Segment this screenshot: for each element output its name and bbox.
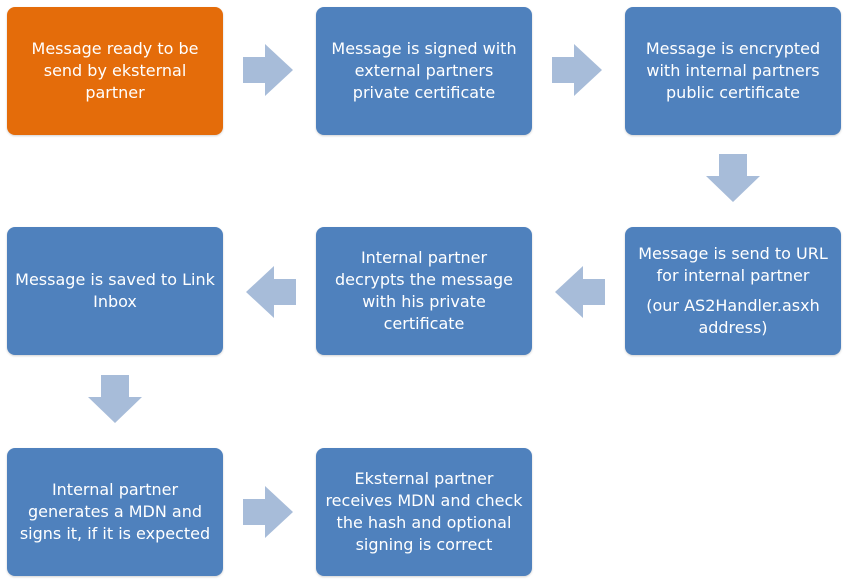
- step-text-line: with internal partners: [646, 61, 820, 80]
- step-text-line: Inbox: [93, 292, 137, 311]
- step-text-line: (our AS2Handler.asxh: [646, 296, 820, 315]
- step-text-line: receives MDN and check: [325, 491, 523, 510]
- arrow-right-icon: [243, 486, 293, 538]
- step-text-line: Message is saved to Link: [15, 270, 215, 289]
- step-text-line: external partners: [354, 61, 494, 80]
- step-text-line: send by eksternal: [43, 61, 187, 80]
- step-text-line: address): [698, 318, 768, 337]
- step-text-line: Message ready to be: [31, 39, 199, 58]
- step-text-line: private certificate: [352, 83, 496, 102]
- step-message-encrypted: Message is encrypted with internal partn…: [625, 7, 841, 135]
- step-text-line: with his private: [362, 292, 486, 311]
- step-text-line: partner: [85, 83, 145, 102]
- step-text-line: generates a MDN and: [27, 502, 203, 521]
- step-mdn-checked: Eksternal partner receives MDN and check…: [316, 448, 532, 576]
- step-message-ready: Message ready to be send by eksternal pa…: [7, 7, 223, 135]
- arrow-left-icon: [555, 266, 605, 318]
- step-text-line: Eksternal partner: [354, 469, 494, 488]
- step-text-line: signs it, if it is expected: [19, 524, 211, 543]
- arrow-down-icon: [706, 154, 760, 202]
- step-text-line: public certificate: [666, 83, 800, 102]
- arrow-right-icon: [243, 44, 293, 96]
- step-message-sent-to-url: Message is send to URL for internal part…: [625, 227, 841, 355]
- step-mdn-generated: Internal partner generates a MDN and sig…: [7, 448, 223, 576]
- step-text-line: decrypts the message: [335, 270, 513, 289]
- step-message-saved: Message is saved to Link Inbox: [7, 227, 223, 355]
- step-message-decrypted: Internal partner decrypts the message wi…: [316, 227, 532, 355]
- step-message-signed: Message is signed with external partners…: [316, 7, 532, 135]
- step-text-line: certificate: [383, 314, 465, 333]
- step-text-line: for internal partner: [656, 266, 810, 285]
- step-text-line: Internal partner: [360, 248, 488, 267]
- step-text-line: Internal partner: [51, 480, 179, 499]
- arrow-left-icon: [246, 266, 296, 318]
- step-text-line: Message is signed with: [331, 39, 517, 58]
- step-text-line: Message is encrypted: [645, 39, 821, 58]
- step-text-line: Message is send to URL: [638, 244, 828, 263]
- step-text-line: the hash and optional: [336, 513, 512, 532]
- arrow-down-icon: [88, 375, 142, 423]
- arrow-right-icon: [552, 44, 602, 96]
- step-text-line: signing is correct: [355, 535, 493, 554]
